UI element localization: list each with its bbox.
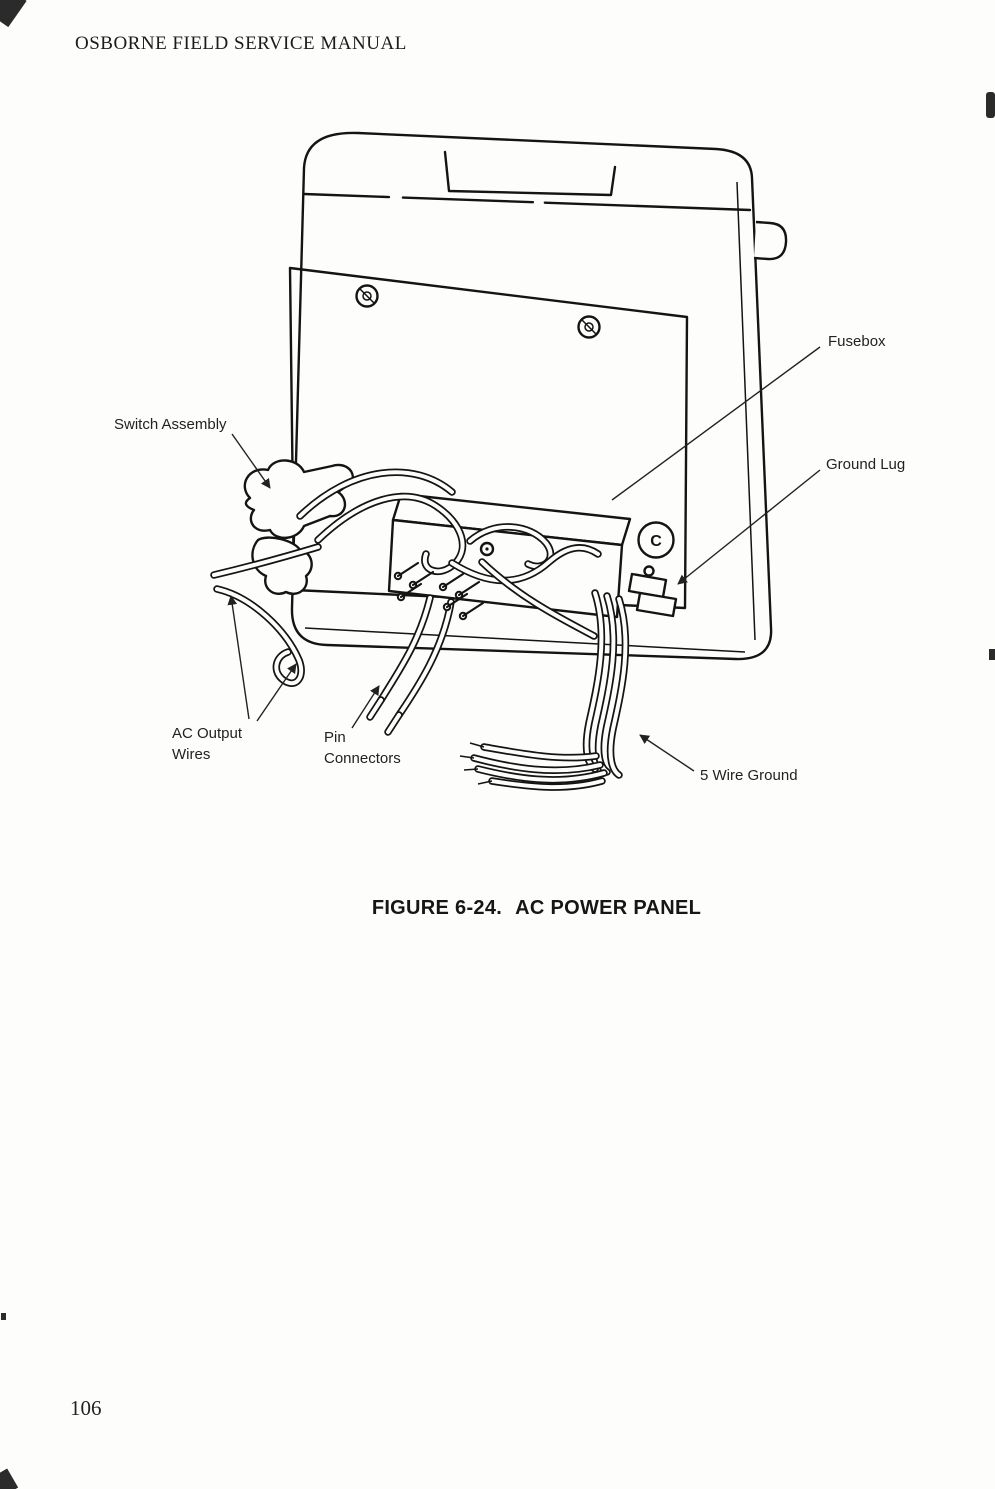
switch-assembly bbox=[243, 459, 354, 595]
label-pin-connectors-line1: Pin bbox=[324, 729, 346, 746]
label-switch-assembly: Switch Assembly bbox=[114, 416, 227, 433]
label-ac-output-line2: Wires bbox=[172, 746, 211, 763]
case-outline bbox=[290, 131, 788, 661]
leader-5-wire-ground bbox=[639, 734, 695, 772]
inner-panel bbox=[288, 266, 689, 610]
label-ground-lug: Ground Lug bbox=[826, 456, 906, 473]
wires bbox=[214, 472, 625, 787]
leader-switch-assembly bbox=[231, 433, 271, 489]
label-ac-output-wires: AC Output Wires bbox=[172, 723, 242, 765]
scan-artifact bbox=[989, 649, 995, 660]
ground-lug bbox=[627, 572, 678, 618]
scan-artifact bbox=[1, 1313, 6, 1320]
leader-ac-output-2 bbox=[256, 663, 297, 722]
label-pin-connectors: Pin Connectors bbox=[324, 727, 401, 769]
label-5-wire-ground: 5 Wire Ground bbox=[700, 767, 798, 784]
figure-caption-number: FIGURE 6-24. bbox=[371, 897, 503, 919]
figure-caption: FIGURE 6-24. AC POWER PANEL bbox=[78, 897, 995, 920]
label-fusebox: Fusebox bbox=[828, 333, 886, 350]
page-header: OSBORNE FIELD SERVICE MANUAL bbox=[75, 33, 407, 54]
panel-letter: C bbox=[650, 533, 662, 550]
scan-artifact bbox=[0, 1468, 19, 1489]
label-pin-connectors-line2: Connectors bbox=[324, 750, 401, 767]
leader-lines bbox=[227, 346, 821, 772]
panel-screw bbox=[577, 315, 601, 339]
figure-caption-title: AC POWER PANEL bbox=[515, 897, 702, 919]
scan-artifact bbox=[986, 92, 995, 118]
leader-ac-output-1 bbox=[227, 595, 250, 720]
page-number: 106 bbox=[70, 1396, 102, 1420]
panel-screw bbox=[355, 284, 379, 308]
scan-artifact bbox=[0, 0, 27, 28]
leader-ground-lug bbox=[677, 469, 821, 585]
label-ac-output-line1: AC Output bbox=[172, 725, 243, 742]
panel-letter-badge: C bbox=[637, 521, 675, 577]
leader-fusebox bbox=[611, 346, 821, 501]
leader-pin-connectors bbox=[351, 685, 380, 729]
pin-connectors bbox=[393, 541, 495, 621]
fusebox bbox=[387, 492, 632, 619]
